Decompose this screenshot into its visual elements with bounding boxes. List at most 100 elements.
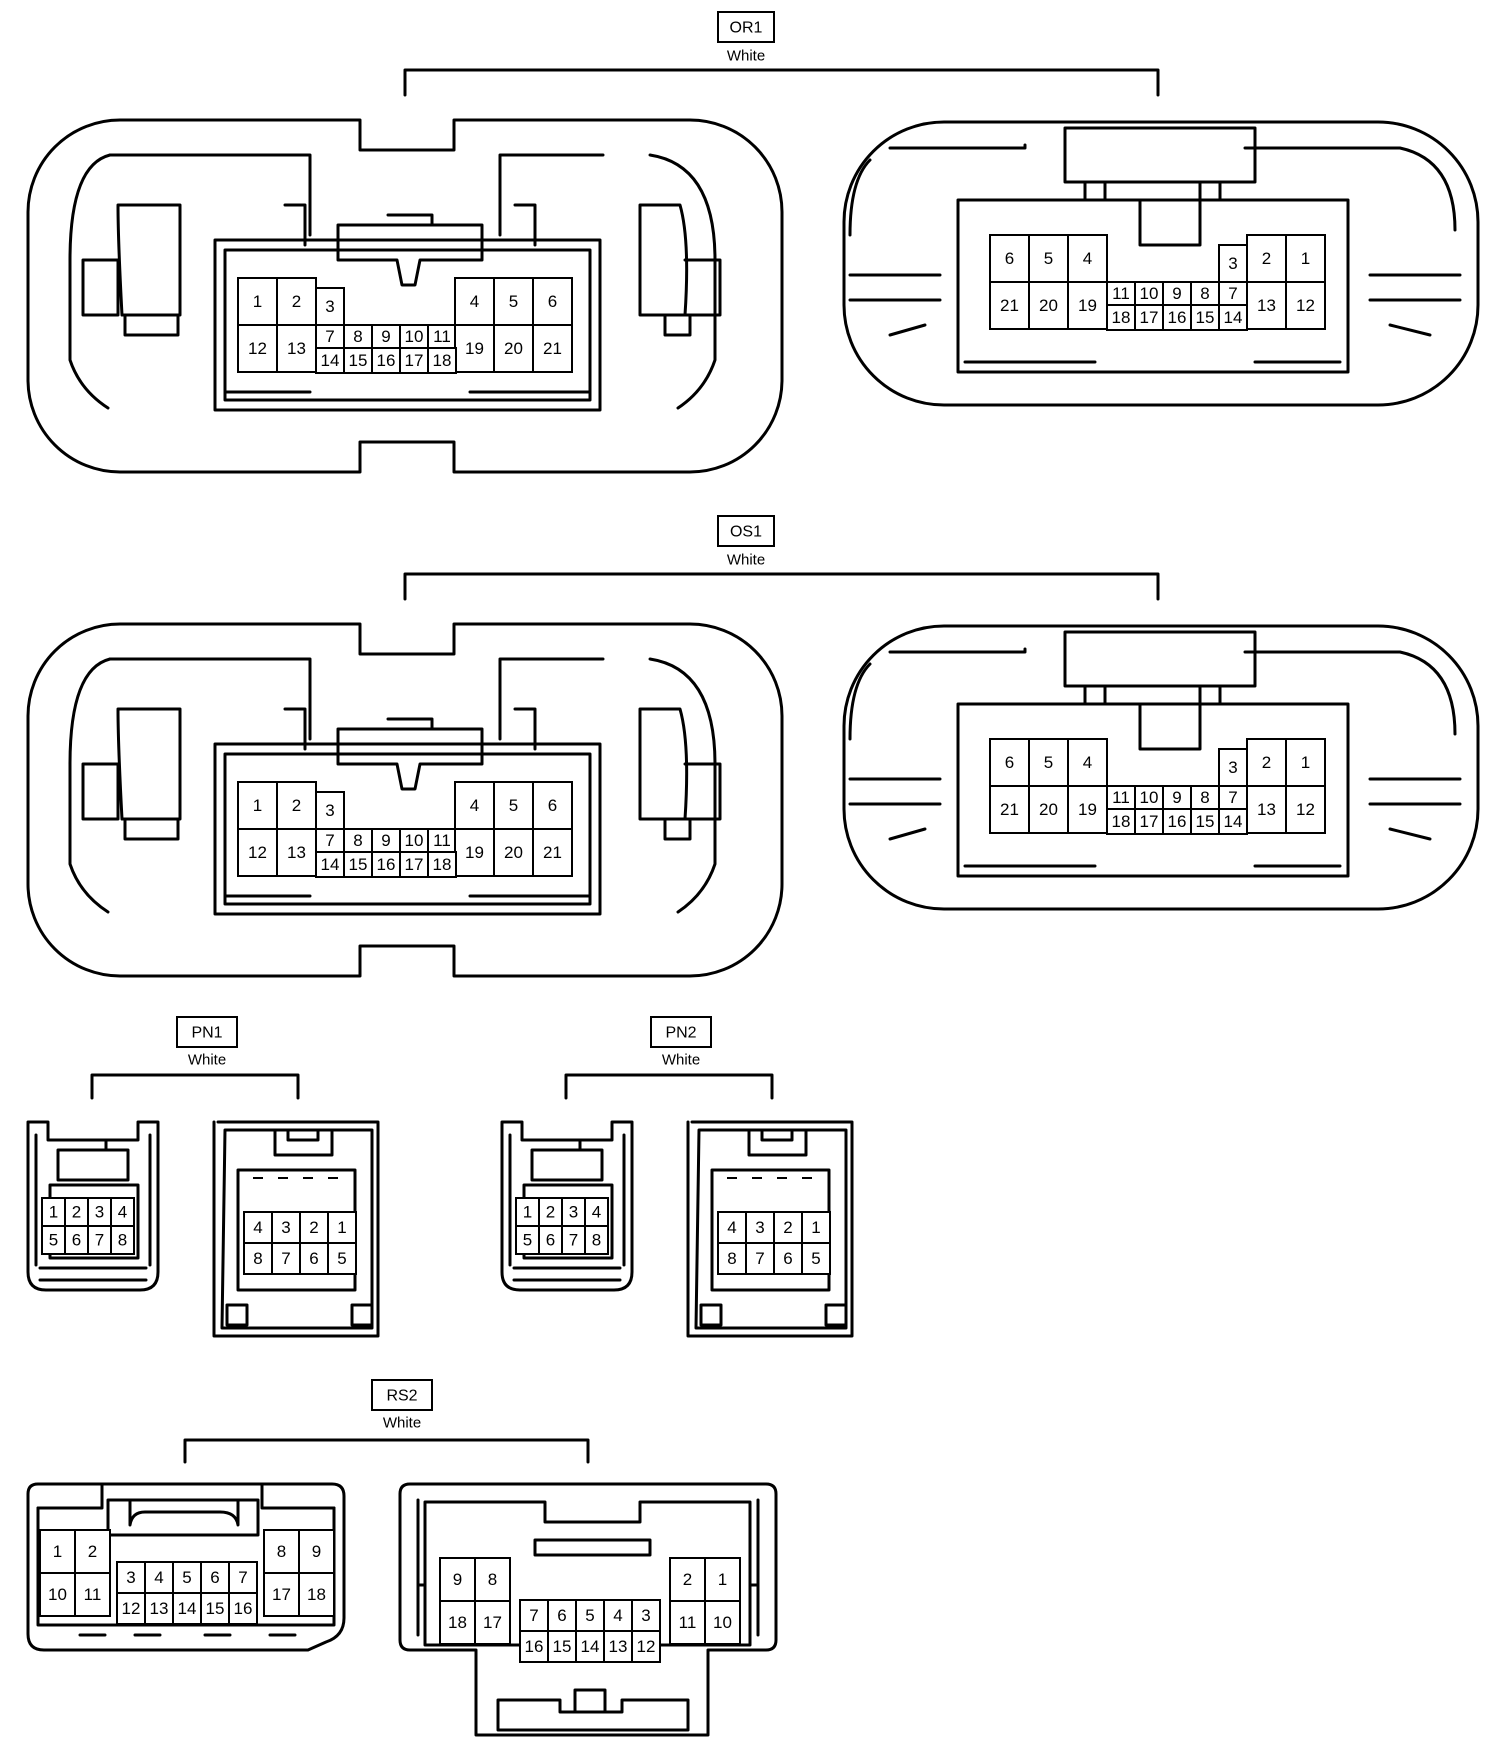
pin-number: 6 <box>546 1231 555 1250</box>
pin-cell <box>474 1557 511 1602</box>
pin-cell <box>276 324 317 373</box>
pin-number: 12 <box>1296 296 1315 315</box>
pin-number: 5 <box>509 796 518 815</box>
pin-number: 7 <box>1228 284 1237 303</box>
pin-number: 12 <box>122 1599 141 1618</box>
pin-cell <box>474 1600 511 1645</box>
pin-number: 11 <box>84 1585 102 1604</box>
pin-cell <box>299 1242 329 1275</box>
pin-number: 3 <box>1228 758 1237 777</box>
pin-cell <box>532 277 573 326</box>
pin-number: 21 <box>1000 800 1019 819</box>
pin-number: 5 <box>585 1606 594 1625</box>
pin-number: 14 <box>321 351 340 370</box>
pin-number: 4 <box>1083 753 1092 772</box>
pair-bracket <box>564 1073 774 1100</box>
pin-number: 8 <box>277 1542 286 1561</box>
pin-number: 14 <box>178 1599 197 1618</box>
pin-cell <box>519 1599 549 1632</box>
pin-number: 1 <box>718 1570 727 1589</box>
pin-number: 4 <box>470 796 479 815</box>
pin-cell <box>1067 281 1108 330</box>
pin-cell <box>298 1529 335 1574</box>
pin-number: 3 <box>325 297 334 316</box>
pin-number: 5 <box>337 1249 346 1268</box>
pin-cell <box>1028 785 1069 834</box>
connector-color: White <box>727 552 765 569</box>
pin-number: 8 <box>727 1249 736 1268</box>
connector-color: White <box>188 1052 226 1069</box>
pin-cell <box>271 1242 301 1275</box>
pin-cell <box>773 1211 803 1244</box>
pin-cell <box>110 1225 135 1255</box>
pin-cell <box>200 1561 230 1594</box>
pin-number: 17 <box>405 855 424 874</box>
pin-number: 12 <box>637 1637 656 1656</box>
housing-female <box>26 622 784 978</box>
pin-number: 10 <box>713 1613 732 1632</box>
pin-number: 19 <box>1078 296 1097 315</box>
pin-number: 19 <box>1078 800 1097 819</box>
pin-cell <box>532 324 573 373</box>
pin-cell <box>1067 785 1108 834</box>
pin-cell <box>801 1242 831 1275</box>
pin-number: 2 <box>309 1218 318 1237</box>
pin-number: 17 <box>483 1613 502 1632</box>
pin-number: 9 <box>312 1542 321 1561</box>
pin-number: 15 <box>1196 308 1215 327</box>
pin-cell <box>172 1561 202 1594</box>
pin-number: 7 <box>325 831 334 850</box>
pin-number: 14 <box>321 855 340 874</box>
housing-female <box>26 1120 160 1292</box>
pin-number: 12 <box>248 339 267 358</box>
pin-number: 13 <box>609 1637 628 1656</box>
pin-cell <box>547 1630 577 1663</box>
pin-number: 4 <box>470 292 479 311</box>
connector-color: White <box>383 1415 421 1432</box>
pin-cell <box>1285 785 1326 834</box>
pin-number: 21 <box>543 339 562 358</box>
pin-number: 6 <box>1005 753 1014 772</box>
pin-number: 5 <box>509 292 518 311</box>
pin-number: 9 <box>381 327 390 346</box>
housing-female <box>26 118 784 474</box>
pin-number: 8 <box>592 1231 601 1250</box>
pin-number: 14 <box>1224 308 1243 327</box>
pin-cell <box>603 1630 633 1663</box>
pin-number: 1 <box>523 1203 532 1222</box>
pin-number: 9 <box>453 1570 462 1589</box>
pair-bracket <box>403 68 1160 97</box>
pin-number: 2 <box>1262 249 1271 268</box>
pin-number: 13 <box>1257 800 1276 819</box>
pin-cell <box>343 347 373 374</box>
pin-number: 21 <box>1000 296 1019 315</box>
pin-number: 6 <box>548 292 557 311</box>
pin-number: 3 <box>755 1218 764 1237</box>
pin-cell <box>327 1242 357 1275</box>
pin-number: 6 <box>210 1568 219 1587</box>
pin-number: 7 <box>569 1231 578 1250</box>
pin-number: 2 <box>783 1218 792 1237</box>
pin-number: 8 <box>253 1249 262 1268</box>
pin-cell <box>1028 738 1069 787</box>
connector-id: RS2 <box>386 1388 417 1405</box>
pin-cell <box>144 1592 174 1625</box>
pin-number: 18 <box>1112 308 1131 327</box>
pin-number: 4 <box>154 1568 163 1587</box>
pin-number: 11 <box>1112 284 1130 303</box>
pin-cell <box>547 1599 577 1632</box>
connector-id-box <box>650 1016 712 1048</box>
pin-cell <box>399 347 429 374</box>
pin-number: 18 <box>448 1613 467 1632</box>
pin-number: 2 <box>292 292 301 311</box>
pin-number: 13 <box>1257 296 1276 315</box>
pin-number: 18 <box>433 351 452 370</box>
pin-cell <box>1067 234 1108 283</box>
pin-number: 10 <box>405 327 424 346</box>
housing-male <box>842 624 1480 911</box>
